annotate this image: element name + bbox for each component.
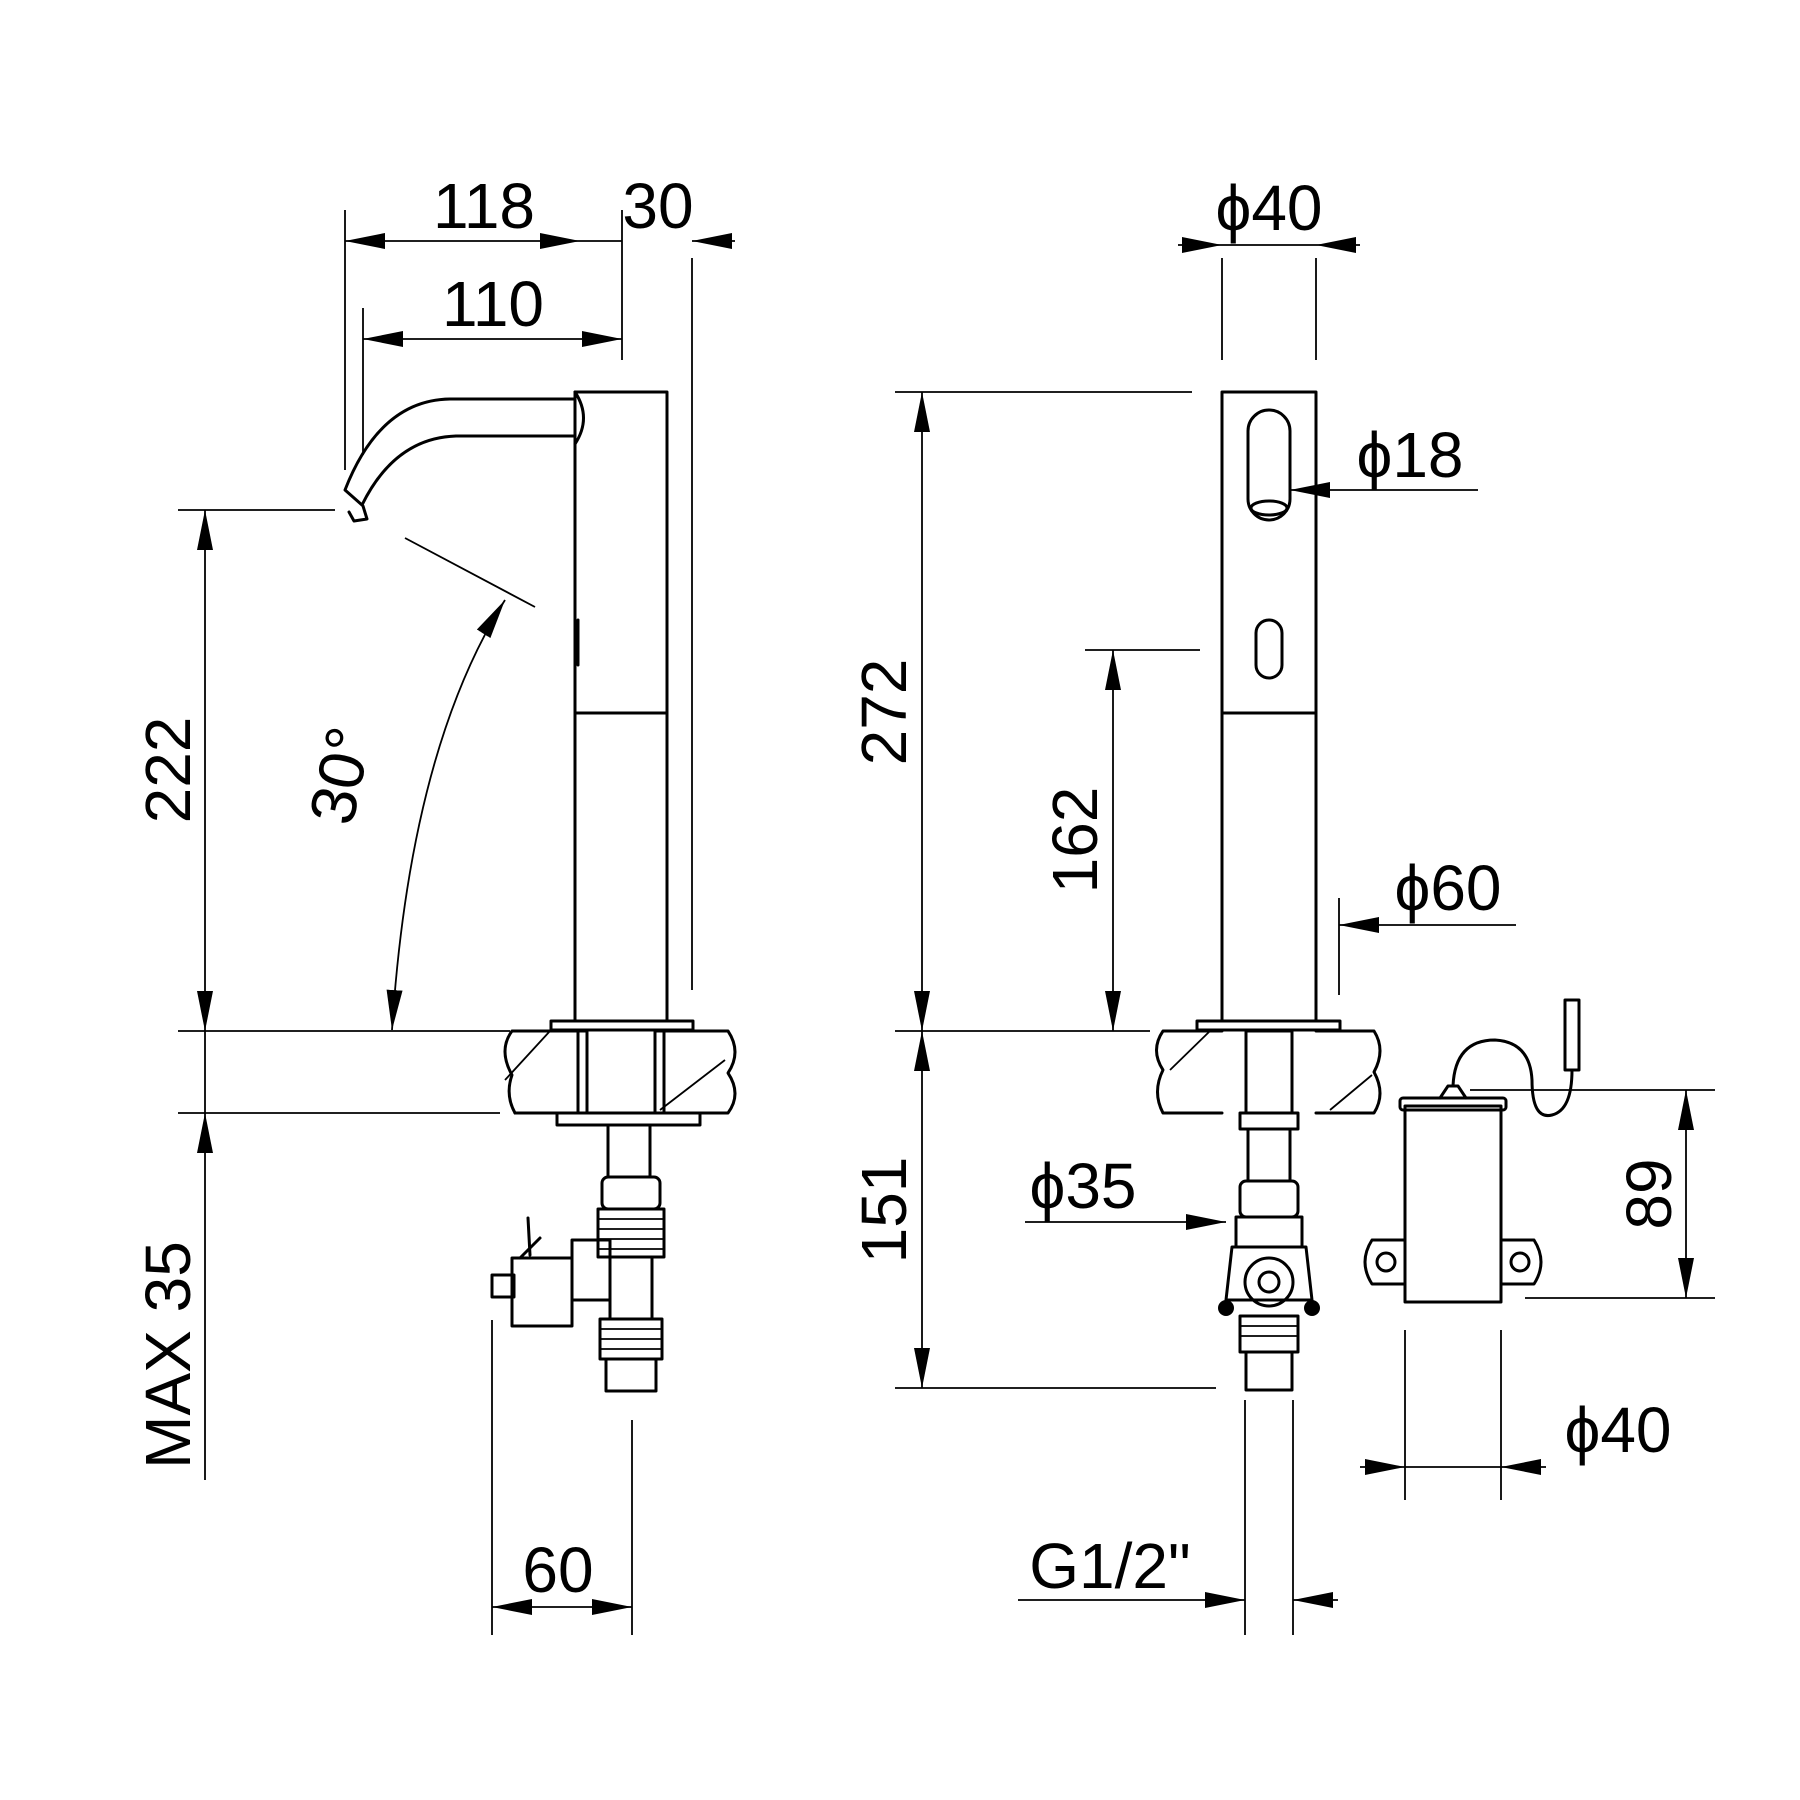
front-base-plate [1195, 1019, 1342, 1032]
front-body-column [1220, 390, 1318, 1023]
body-column [573, 390, 669, 1023]
label-110: 110 [442, 268, 544, 340]
spout-tip [347, 504, 369, 523]
label-max35: MAX 35 [132, 1241, 204, 1469]
base-plate [549, 1019, 695, 1032]
label-30: 30 [622, 170, 693, 242]
front-countertop-right [1314, 1029, 1382, 1115]
front-outlet [1244, 1350, 1294, 1392]
cable-gland [1438, 1084, 1468, 1100]
spout-collar [573, 390, 585, 446]
spout-opening [1246, 408, 1292, 522]
front-valve-hex [1243, 1256, 1295, 1308]
sensor-cable [1451, 1038, 1574, 1118]
solenoid-body [510, 1256, 574, 1328]
hex-nut [600, 1175, 662, 1211]
cable-probe [1563, 998, 1581, 1072]
side-view: 118 30 110 222 30° MAX 35 60 [132, 170, 737, 1635]
front-hex-nut [1238, 1179, 1300, 1219]
spout-outline [343, 397, 577, 507]
label-222: 222 [132, 717, 204, 824]
shank-left [576, 1029, 589, 1115]
label-162: 162 [1039, 787, 1111, 894]
label-30deg: 30° [295, 721, 386, 831]
label-phi35: ϕ35 [1029, 1150, 1136, 1222]
label-phi60: ϕ60 [1394, 852, 1501, 924]
outlet-fitting [604, 1357, 658, 1393]
front-nipple [1246, 1127, 1292, 1183]
front-thread-upper [1234, 1215, 1304, 1249]
label-118: 118 [433, 170, 535, 242]
front-view: ϕ40 ϕ18 272 162 ϕ60 151 ϕ35 G1/2" ϕ40 89 [848, 172, 1715, 1635]
countertop-section-right [663, 1029, 737, 1115]
valve-body [608, 1255, 654, 1321]
label-phi40-top: ϕ40 [1215, 172, 1322, 244]
countertop-section-left [503, 1029, 517, 1115]
lock-plate [555, 1111, 702, 1127]
mount-ear-left [1363, 1238, 1407, 1286]
label-89: 89 [1613, 1158, 1685, 1229]
spray-angle-line [404, 537, 536, 608]
shank-right [653, 1029, 666, 1115]
control-box [1403, 1104, 1503, 1304]
mount-ear-right [1499, 1238, 1543, 1286]
solenoid-connector [490, 1273, 516, 1299]
front-thread-lower [1238, 1314, 1300, 1354]
control-box-cap [1398, 1096, 1508, 1112]
aerator [1249, 499, 1289, 517]
dim-arc-30deg [386, 599, 506, 1031]
label-151: 151 [848, 1157, 920, 1264]
front-nut [1238, 1111, 1300, 1131]
label-g12: G1/2" [1029, 1530, 1190, 1602]
label-60: 60 [522, 1534, 593, 1606]
label-272: 272 [848, 659, 920, 766]
sensor-window [1254, 618, 1284, 680]
front-countertop-left [1155, 1029, 1224, 1115]
front-shank [1244, 1029, 1294, 1115]
label-phi18: ϕ18 [1356, 419, 1463, 491]
label-phi40-box: ϕ40 [1564, 1394, 1671, 1466]
nipple [606, 1123, 652, 1179]
